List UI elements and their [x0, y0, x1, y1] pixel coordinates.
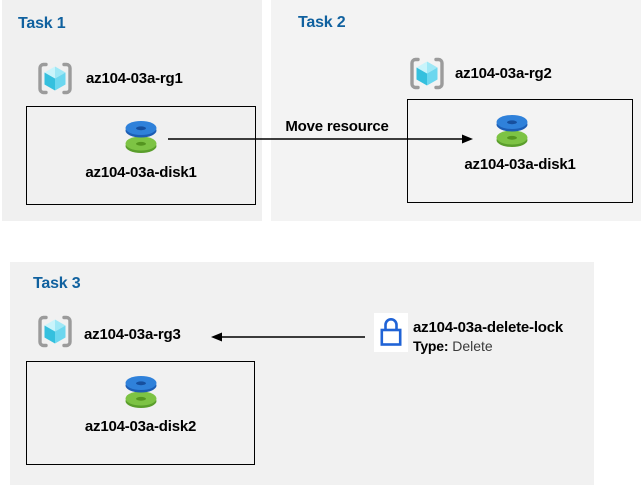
lock-badge [374, 313, 408, 352]
lock-name: az104-03a-delete-lock [413, 319, 564, 336]
resource-group-icon [38, 315, 72, 348]
task1-title: Task 1 [18, 15, 66, 32]
lock-type-label: Type: [413, 338, 449, 354]
resource-group-icon [410, 57, 444, 90]
move-resource-label: Move resource [285, 118, 389, 135]
task3-title: Task 3 [33, 275, 81, 292]
task3-panel [10, 262, 594, 485]
task1-panel [2, 0, 262, 221]
task2-title: Task 2 [298, 14, 346, 31]
disk-name: az104-03a-disk2 [84, 418, 197, 435]
disk-icon [496, 115, 528, 147]
lock-type-line: Type: Delete [413, 338, 493, 354]
lock-type-value: Delete [452, 338, 493, 354]
resource-group-name: az104-03a-rg1 [86, 70, 183, 87]
disk-icon [125, 376, 157, 408]
resource-group-name: az104-03a-rg2 [455, 65, 552, 82]
task2-panel [271, 0, 641, 221]
resource-group-icon [38, 62, 72, 95]
resource-group-name: az104-03a-rg3 [84, 326, 181, 343]
task2-resource-box [407, 99, 633, 203]
task1-resource-box [26, 106, 256, 205]
disk-name: az104-03a-disk1 [464, 156, 576, 173]
disk-icon [125, 121, 157, 153]
disk-name: az104-03a-disk1 [85, 164, 197, 181]
task3-resource-box [26, 361, 255, 465]
lock-icon [380, 318, 402, 346]
